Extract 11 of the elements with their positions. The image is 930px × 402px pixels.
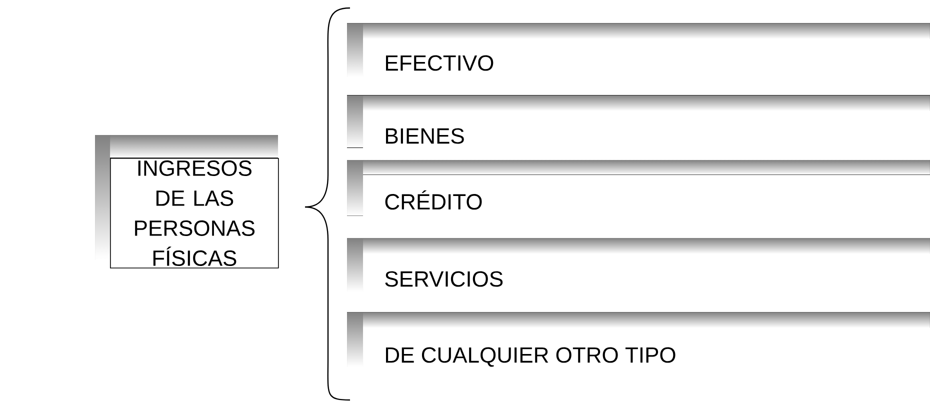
process-box: INGRESOS DE LAS PERSONAS FÍSICAS [95, 135, 279, 268]
node-label: EFECTIVO [386, 55, 494, 71]
node-label: DE CUALQUIER OTRO TIPO [386, 347, 676, 367]
list-item: EFECTIVO [347, 23, 930, 77]
list-item: CRÉDITO [347, 160, 930, 216]
node-label: BIENES [386, 128, 464, 144]
list-item: BIENES [347, 95, 930, 148]
list-item: DE CUALQUIER OTRO TIPO [347, 312, 930, 367]
node-label: CRÉDITO [385, 190, 482, 210]
list-item: SERVICIOS [347, 238, 930, 292]
node-label: SERVICIOS [385, 271, 503, 287]
